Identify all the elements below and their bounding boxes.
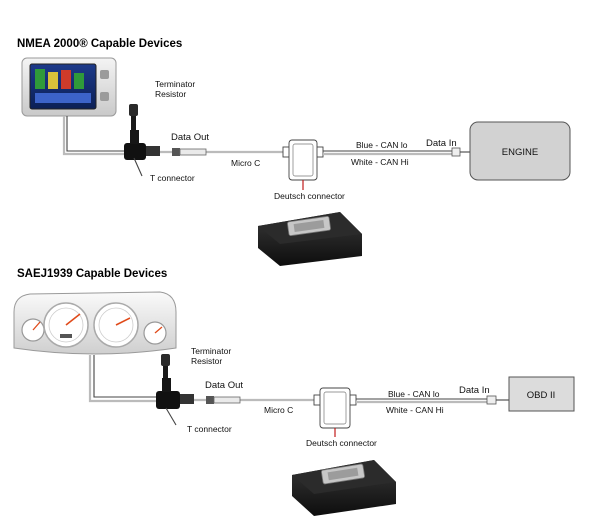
nmea-display-cable-inner [66,116,128,152]
sae-section: SAEJ1939 Capable Devices [13,268,575,516]
nmea-display-unit [21,57,117,117]
nmea-terminator-label-2: Resistor [155,89,186,99]
sae-blue-label: Blue - CAN lo [388,389,440,399]
obd-label: OBD II [527,390,556,401]
sae-deutsch-connector [313,387,357,429]
nmea-deutsch-connector [282,139,324,181]
sae-t-pointer [165,407,177,426]
sae-terminator-label-1: Terminator [191,346,231,356]
engine-label: ENGINE [502,147,538,158]
nmea-micro-c-label: Micro C [231,158,260,168]
nmea-data-in-plug [451,147,461,157]
nmea-t-pointer [133,157,143,177]
nmea-blue-label: Blue - CAN lo [356,140,408,150]
engine-box [469,121,571,181]
sae-terminator-label-2: Resistor [191,356,222,366]
nmea-section-title: NMEA 2000® Capable Devices [17,38,182,50]
sae-gauge-cable-inner [93,355,157,398]
sae-data-in-plug [486,395,497,405]
nmea-inline-coupler [172,148,180,156]
sae-gauge-small-right [143,321,167,345]
sae-gauge-panel [13,291,177,355]
sae-micro-c-label: Micro C [264,405,293,415]
sae-gauge-large-2 [93,302,139,348]
sae-interface-module [292,460,396,516]
sae-gauge-cable [88,355,157,403]
nmea-deutsch-label: Deutsch connector [274,191,345,201]
screen-bar [48,72,58,89]
nmea-terminator-resistor [129,104,138,130]
sae-section-title: SAEJ1939 Capable Devices [17,268,167,280]
screen-bar [61,70,71,89]
nmea-data-in-label: Data In [426,138,457,149]
sae-gauge-large-1 [43,302,89,348]
sae-deutsch-label: Deutsch connector [306,438,377,448]
sae-t-connector [156,378,194,409]
sae-terminator-resistor [161,354,170,380]
display-button [100,92,109,101]
obd-box [508,376,575,412]
nmea-interface-module [258,212,362,266]
nmea-white-label: White - CAN Hi [351,157,409,167]
nmea-t-connector [124,130,160,160]
nmea-data-out-label: Data Out [171,132,209,143]
nmea-section: NMEA 2000® Capable Devices Terminator Re… [17,38,571,266]
sae-data-out-label: Data Out [205,380,243,391]
nmea-micro-c-plug [179,148,207,156]
display-button [100,70,109,79]
sae-gauge-small-left [21,318,45,342]
nmea-terminator-label-1: Terminator [155,79,195,89]
screen-bar [74,73,84,89]
sae-micro-c-plug [213,396,241,404]
screen-bar [35,69,45,89]
screen-footer [35,93,91,103]
sae-inline-coupler [206,396,214,404]
sae-t-connector-label: T connector [187,424,232,434]
sae-white-label: White - CAN Hi [386,405,444,415]
nmea-display-cable [62,116,128,156]
sae-data-in-label: Data In [459,385,490,396]
nmea-t-connector-label: T connector [150,173,195,183]
